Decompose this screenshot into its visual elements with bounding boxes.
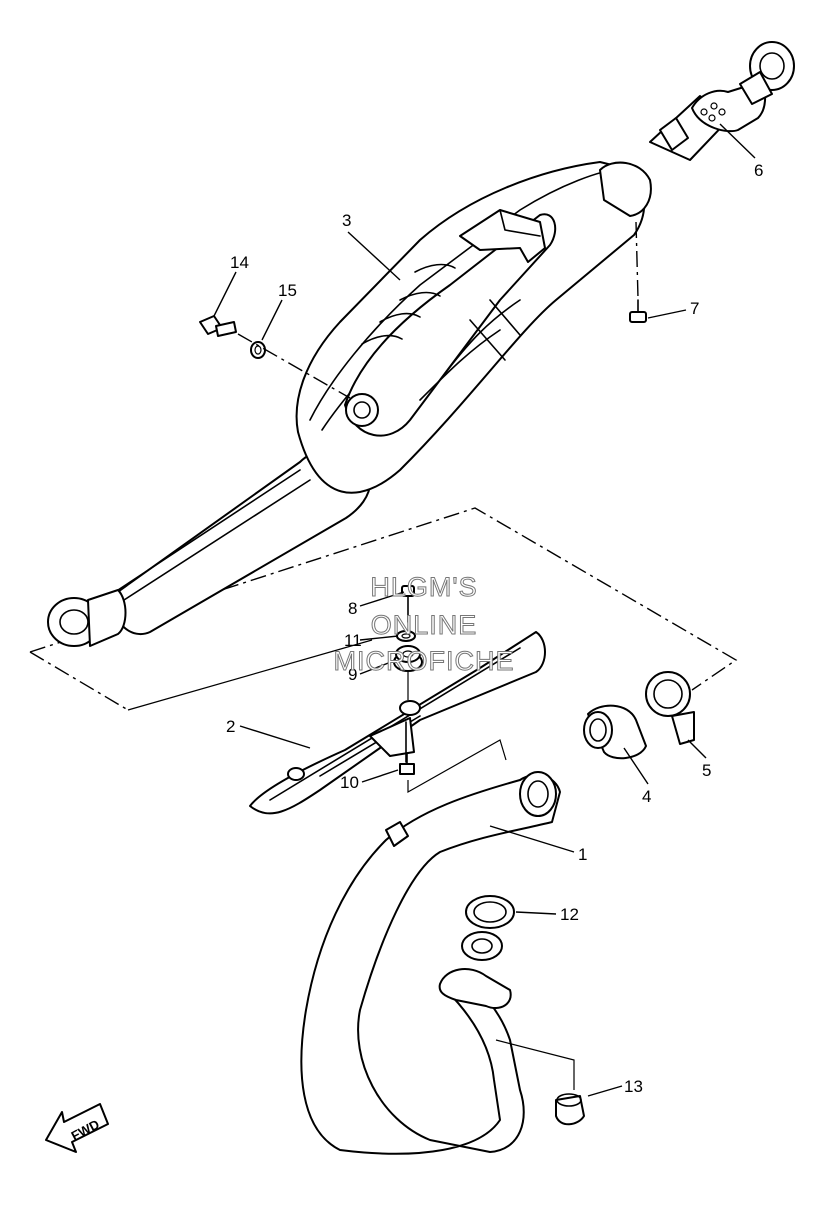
callout-3: 3 (342, 211, 351, 230)
leader-lines (213, 123, 756, 1097)
gasket-12 (465, 895, 515, 929)
callout-6: 6 (754, 161, 763, 180)
bolt-14 (199, 315, 237, 337)
callout-5: 5 (702, 761, 711, 780)
nut-10 (399, 739, 507, 794)
grommet-9 (393, 645, 423, 672)
watermark: HLGM'S ONLINE MICROFICHE (333, 572, 515, 677)
callout-15: 15 (278, 281, 297, 300)
watermark-line-2: ONLINE (371, 610, 478, 640)
callout-2: 2 (226, 717, 235, 736)
callout-14: 14 (230, 253, 249, 272)
bracket (249, 631, 546, 815)
end-cap (649, 41, 795, 161)
gasket-4 (583, 704, 647, 760)
callout-8: 8 (348, 599, 357, 618)
washer-11 (396, 630, 416, 642)
callout-11: 11 (344, 631, 362, 650)
clamp-5 (645, 671, 695, 745)
watermark-line-1: HLGM'S (370, 572, 477, 602)
callout-13: 13 (624, 1077, 643, 1096)
callout-12: 12 (560, 905, 579, 924)
washer-15 (250, 341, 266, 359)
exhaust-pipe (300, 771, 561, 1155)
assembly-outline (29, 507, 738, 711)
watermark-line-3: MICROFICHE (334, 646, 515, 676)
callout-4: 4 (642, 787, 651, 806)
callout-numbers: 3 6 7 14 15 8 11 9 2 10 4 5 1 12 13 (226, 161, 763, 1096)
callout-10: 10 (340, 773, 359, 792)
fwd-arrow-icon: FWD (45, 1103, 109, 1153)
bolt-7 (629, 221, 647, 323)
nut-13 (495, 1039, 585, 1126)
bolt-8 (401, 585, 415, 700)
callout-9: 9 (348, 665, 357, 684)
muffler (47, 161, 652, 647)
callout-7: 7 (690, 299, 699, 318)
callout-1: 1 (578, 845, 587, 864)
